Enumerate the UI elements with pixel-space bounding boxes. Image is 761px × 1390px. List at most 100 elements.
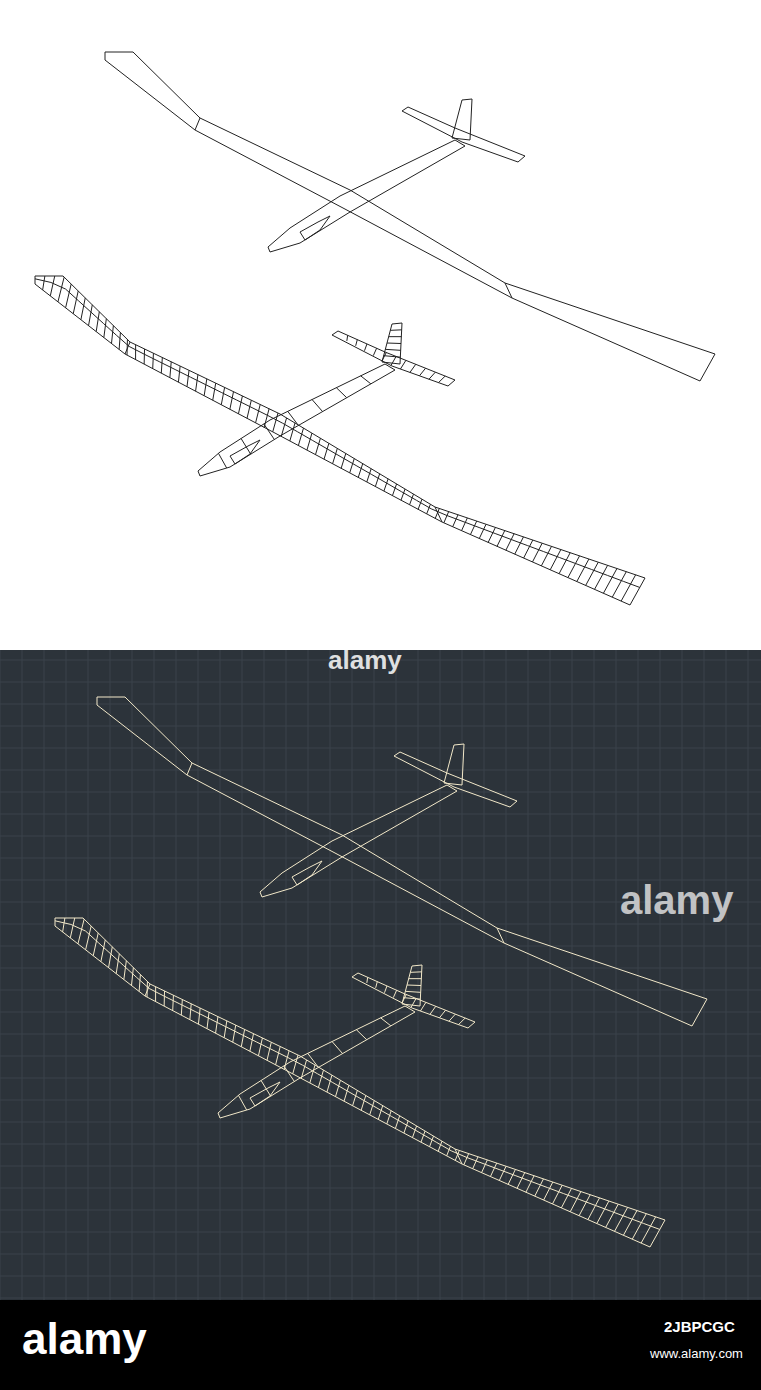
wing-rib	[462, 518, 468, 531]
wing-rib	[204, 379, 207, 396]
fuselage-former	[308, 1053, 319, 1067]
glider-structure	[35, 276, 645, 605]
wing-rib	[490, 1163, 496, 1176]
wing-rib	[378, 1106, 382, 1120]
grid-line	[0, 1298, 761, 1299]
stabilizer	[402, 107, 525, 162]
wing-rib	[606, 1204, 619, 1227]
fin	[382, 323, 402, 364]
canopy	[250, 1082, 280, 1106]
wing-rib	[532, 543, 542, 562]
grid-line	[0, 1188, 761, 1189]
wing-rib	[50, 276, 54, 296]
stab-rib	[430, 1006, 436, 1014]
fin-rib	[404, 998, 421, 1000]
grid-line	[0, 1254, 761, 1255]
stab-rib	[438, 376, 445, 383]
wing-rib	[318, 1070, 323, 1087]
grid-line	[0, 946, 761, 947]
wing-rib	[276, 1047, 281, 1065]
wing-rib	[588, 1198, 600, 1220]
fuselage-former	[381, 1018, 391, 1026]
wing-rib	[66, 284, 72, 308]
stab-rib	[419, 368, 425, 376]
wing-rib	[586, 562, 599, 585]
stab-rib	[402, 995, 406, 1003]
stabilizer	[332, 331, 455, 386]
wing-rib	[230, 392, 234, 410]
grid-line	[0, 1012, 761, 1013]
grid-line	[0, 792, 761, 793]
wing-rib	[104, 319, 106, 338]
wing-rib	[615, 1207, 628, 1231]
glider-outline	[105, 52, 715, 381]
wing-rib	[392, 484, 396, 496]
wing-rib	[470, 521, 476, 534]
watermark: alamy	[328, 645, 402, 676]
grid-line	[0, 814, 761, 815]
fin-rib	[410, 971, 421, 973]
fin	[444, 744, 464, 785]
fuselage-former	[238, 1095, 246, 1110]
wing-rib	[550, 550, 561, 570]
glider-outline	[97, 697, 707, 1026]
wing-rib	[541, 546, 551, 565]
wing-rib	[632, 1214, 646, 1239]
grid-line	[0, 748, 761, 749]
grid-line	[0, 770, 761, 771]
wing-rib	[335, 1080, 340, 1096]
wing-rib	[497, 531, 505, 547]
grid-line	[0, 682, 761, 683]
wing-rib	[250, 1034, 254, 1052]
wing-rib	[207, 1012, 209, 1028]
stabilizer	[352, 973, 475, 1028]
wing-rib	[43, 276, 45, 290]
grid-line	[0, 990, 761, 991]
wing	[55, 918, 665, 1247]
wing-rib	[444, 512, 449, 523]
fuselage	[198, 364, 395, 476]
fuselage-former	[336, 388, 346, 398]
wing-rib	[267, 1042, 271, 1060]
wing-rib	[508, 1169, 515, 1184]
wing-rib	[63, 918, 65, 932]
grid-line	[0, 968, 761, 969]
wing-rib	[172, 995, 174, 1010]
wing-rib	[273, 413, 278, 432]
wing-rib	[447, 1146, 451, 1156]
wing-rib	[517, 1173, 525, 1189]
wing-rib	[515, 537, 524, 554]
fuselage-former	[264, 424, 275, 440]
wing-rib	[603, 569, 617, 594]
fuselage-former	[312, 400, 322, 412]
wing-rib	[190, 1004, 191, 1020]
fin-rib	[409, 978, 422, 979]
grid-line	[0, 1210, 761, 1211]
wing-rib	[524, 540, 533, 558]
wing-rib	[384, 479, 388, 491]
wing-rib	[139, 975, 140, 992]
wing-rib	[427, 504, 431, 514]
wing-rib	[361, 1095, 366, 1110]
wing-rib	[595, 565, 608, 589]
panel-break	[195, 118, 200, 130]
wing-rib	[570, 1192, 581, 1212]
fin	[452, 99, 472, 140]
wing-rib	[224, 1021, 227, 1038]
fuselage	[268, 140, 465, 252]
grid-line	[0, 1078, 761, 1079]
wing-rib	[256, 405, 261, 423]
wing-rib	[387, 1111, 391, 1124]
wing-rib	[464, 1154, 469, 1165]
wing-rib	[435, 508, 439, 518]
fin	[402, 965, 422, 1006]
light-panel	[0, 0, 761, 650]
fuselage-former	[356, 1030, 366, 1040]
wing-rib	[375, 474, 379, 487]
wing-rib	[198, 1008, 200, 1024]
wing-rib	[73, 291, 78, 314]
panel-break	[435, 507, 442, 522]
wing-rib	[290, 423, 295, 441]
stab-rib	[376, 982, 378, 988]
wing-rib	[623, 1211, 637, 1236]
